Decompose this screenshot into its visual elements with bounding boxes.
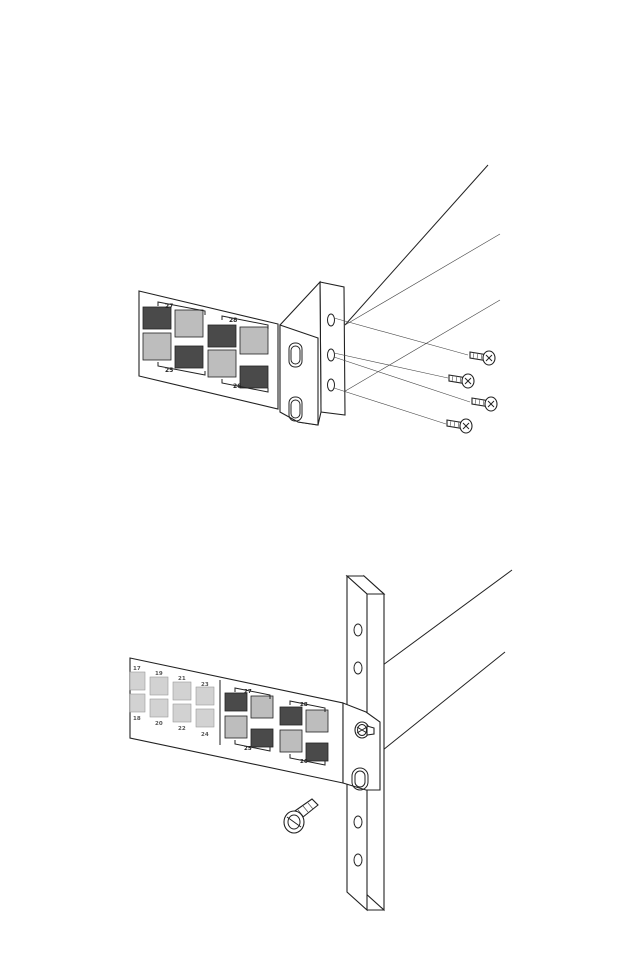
rj45-port <box>225 716 247 738</box>
rj45-port <box>196 709 214 727</box>
guide-line <box>334 318 468 355</box>
rj45-port <box>130 672 145 690</box>
chassis-top-edge <box>383 570 512 665</box>
port-label: 27 <box>165 303 173 310</box>
port-label: 27 <box>244 689 252 695</box>
figure-2-rack-mount: 17 19 21 23 18 20 22 24 27 28 25 26 <box>130 570 512 910</box>
port-label: 25 <box>244 746 252 752</box>
chassis-bottom-line <box>330 300 500 400</box>
port-label: 25 <box>165 367 173 374</box>
sfp-port <box>251 729 273 747</box>
guide-line <box>334 353 448 378</box>
port-label: 22 <box>178 726 186 732</box>
rj45-port <box>208 350 236 377</box>
screw-icon <box>449 374 474 388</box>
rj45-port <box>175 310 203 337</box>
port-label: 21 <box>178 676 186 682</box>
port-label: 17 <box>133 666 141 672</box>
sfp-port <box>225 693 247 711</box>
rj45-port <box>173 704 191 722</box>
rj45-port <box>150 677 168 695</box>
rj45-port <box>130 694 145 712</box>
sfp-port <box>208 325 236 347</box>
screw-icon <box>470 351 495 365</box>
rj45-port <box>306 710 328 732</box>
port-label: 19 <box>155 671 163 677</box>
port-label: 28 <box>300 702 308 708</box>
port-label: 24 <box>201 732 209 738</box>
screw-icon <box>284 799 318 833</box>
chassis-top-edge <box>345 165 488 325</box>
screw-icon <box>472 397 497 411</box>
rj45-port <box>196 687 214 705</box>
chassis-side-line <box>345 234 500 325</box>
rj45-port <box>143 333 171 360</box>
port-label: 23 <box>201 682 209 688</box>
port-label: 18 <box>133 716 141 722</box>
sfp-port <box>280 707 302 725</box>
rj45-port <box>280 730 302 752</box>
bracket-side-flange <box>320 282 345 415</box>
sfp-port <box>240 366 268 388</box>
port-label: 28 <box>229 317 237 324</box>
rj45-port <box>173 682 191 700</box>
sfp-port <box>143 307 171 329</box>
port-label: 20 <box>155 721 163 727</box>
chassis-bottom-edge <box>383 652 505 750</box>
bracket-ear <box>280 325 318 425</box>
sfp-port <box>306 743 328 761</box>
rj45-port <box>150 699 168 717</box>
sfp-port <box>175 346 203 368</box>
port-label: 26 <box>233 383 241 390</box>
port-label: 26 <box>300 759 308 765</box>
rj45-port <box>240 327 268 354</box>
guide-line <box>334 388 446 424</box>
rj45-port <box>251 696 273 718</box>
screw-icon <box>447 419 472 433</box>
